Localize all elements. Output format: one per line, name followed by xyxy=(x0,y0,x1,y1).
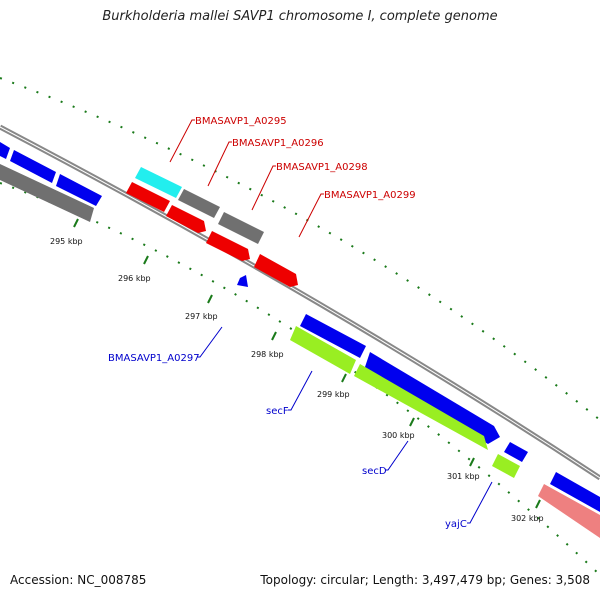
tick-label-296: 296 kbp xyxy=(118,274,151,283)
feature-green xyxy=(290,326,356,374)
feature-cyan xyxy=(135,167,182,198)
feature-red xyxy=(206,231,250,261)
gene-label-a0299: BMASAVP1_A0299 xyxy=(324,190,416,201)
feature-grey xyxy=(178,189,220,218)
tick-mark xyxy=(143,255,149,265)
feature-blue xyxy=(237,275,248,287)
leader-line-a0299 xyxy=(298,193,324,238)
backbone xyxy=(0,124,600,481)
tick-label-297: 297 kbp xyxy=(185,312,218,321)
feature-grey xyxy=(218,212,264,244)
leader-line-secd xyxy=(385,440,409,471)
inner-dotted-arc xyxy=(0,182,600,576)
tick-mark xyxy=(409,417,415,427)
feature-red xyxy=(126,182,170,212)
tick-label-300: 300 kbp xyxy=(382,431,415,440)
feature-blue xyxy=(364,352,500,444)
gene-label-a0298: BMASAVP1_A0298 xyxy=(276,162,368,173)
topology-text: Topology: circular; Length: 3,497,479 bp… xyxy=(260,573,590,587)
leader-line-secf xyxy=(288,370,313,411)
feature-green xyxy=(492,454,520,478)
tick-label-302: 302 kbp xyxy=(511,514,544,523)
feature-green xyxy=(354,364,488,450)
accession-text: Accession: NC_008785 xyxy=(10,573,147,587)
gene-label-secf: secF xyxy=(266,406,289,417)
backbone-core xyxy=(0,126,600,479)
outer-dotted-arc xyxy=(0,77,600,421)
tick-mark xyxy=(207,294,213,304)
tick-label-298: 298 kbp xyxy=(251,350,284,359)
leader-line-a0296 xyxy=(207,141,232,187)
feature-red xyxy=(254,254,298,287)
feature-blue xyxy=(56,174,102,206)
feature-blue xyxy=(10,150,56,183)
tick-mark xyxy=(73,218,79,228)
tick-label-301: 301 kbp xyxy=(447,472,480,481)
tick-label-295: 295 kbp xyxy=(50,237,83,246)
leader-line-a0295 xyxy=(169,119,195,163)
gene-label-secd: secD xyxy=(362,466,387,477)
feature-blue xyxy=(550,472,600,512)
gene-label-a0297: BMASAVP1_A0297 xyxy=(108,353,200,364)
gene-label-a0295: BMASAVP1_A0295 xyxy=(195,116,287,127)
tick-mark xyxy=(469,457,475,467)
feature-blue xyxy=(0,142,10,159)
leader-line-a0298 xyxy=(251,165,276,211)
feature-pink xyxy=(538,484,600,538)
feature-blue xyxy=(300,314,366,358)
gene-label-yajc: yajC xyxy=(445,519,467,530)
map-title: Burkholderia mallei SAVP1 chromosome I, … xyxy=(102,9,498,24)
tick-mark xyxy=(341,373,347,383)
tick-label-299: 299 kbp xyxy=(317,390,350,399)
tick-mark xyxy=(535,499,541,509)
feature-blue xyxy=(504,442,528,462)
gene-label-a0296: BMASAVP1_A0296 xyxy=(232,138,324,149)
leader-line-a0297 xyxy=(197,326,223,358)
leader-line-yajc xyxy=(467,481,493,524)
feature-red xyxy=(166,205,206,233)
tick-mark xyxy=(271,331,277,341)
feature-grey xyxy=(0,164,94,222)
